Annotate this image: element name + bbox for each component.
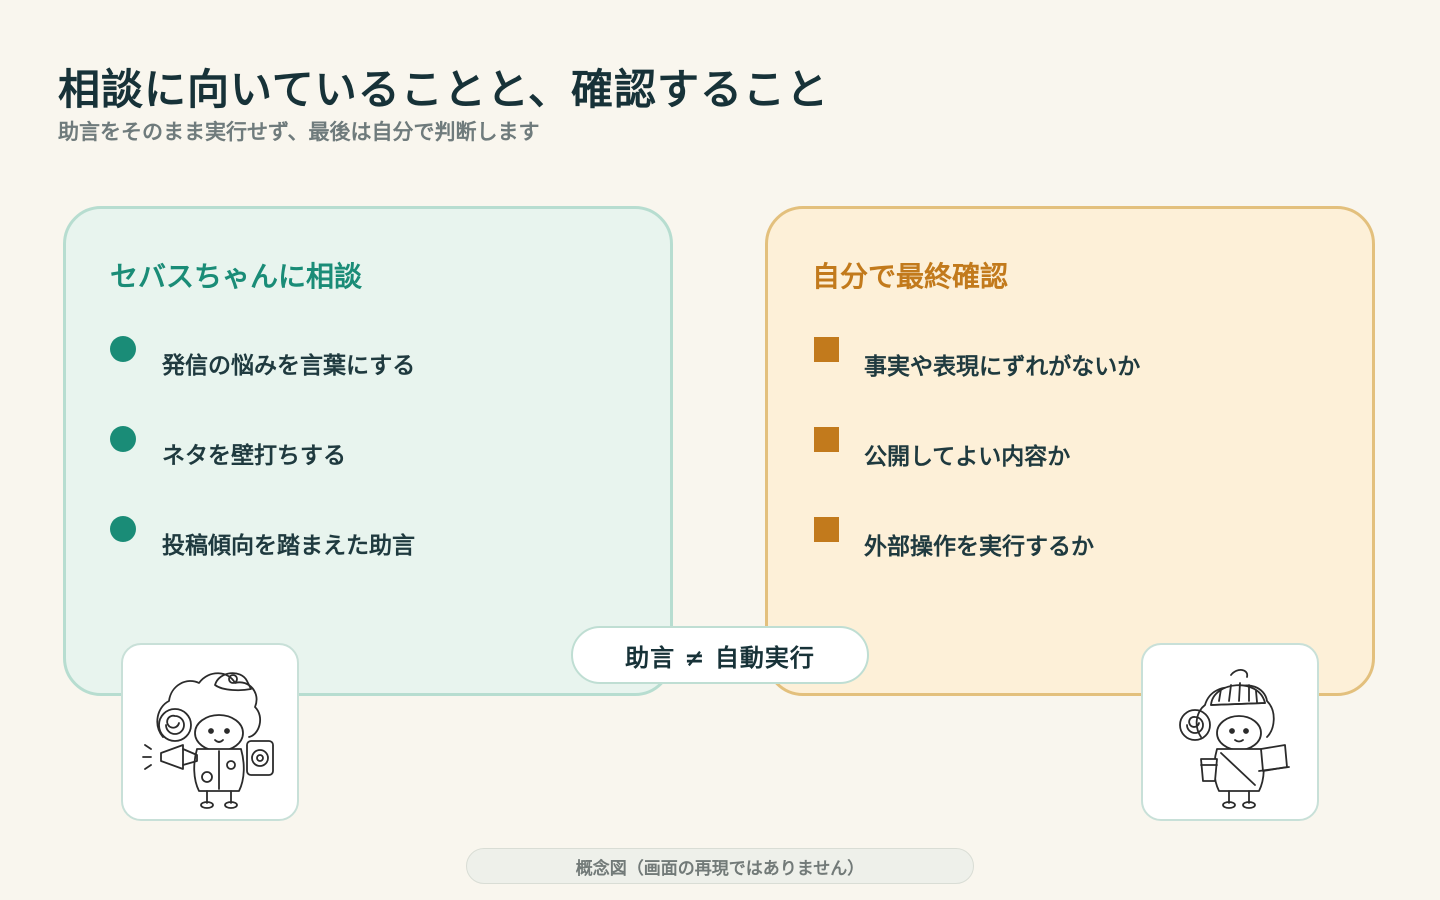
list-item: ネタを壁打ちする bbox=[110, 426, 650, 469]
self-check-panel: 自分で最終確認 事実や表現にずれがないか 公開してよい内容か 外部操作を実行する… bbox=[765, 206, 1375, 696]
bullet-square-icon bbox=[814, 427, 839, 452]
list-item: 投稿傾向を踏まえた助言 bbox=[110, 516, 650, 559]
list-item: 発信の悩みを言葉にする bbox=[110, 336, 650, 379]
list-item: 事実や表現にずれがないか bbox=[812, 337, 1352, 380]
page-subtitle: 助言をそのまま実行せず、最後は自分で判断します bbox=[58, 120, 540, 144]
list-item-label: 公開してよい内容か bbox=[864, 444, 1071, 470]
consult-panel: セバスちゃんに相談 発信の悩みを言葉にする ネタを壁打ちする 投稿傾向を踏まえた… bbox=[63, 206, 673, 696]
bullet-square-icon bbox=[814, 517, 839, 542]
list-item-label: 外部操作を実行するか bbox=[864, 534, 1094, 560]
bullet-dot-icon bbox=[110, 336, 136, 362]
sheep-laptop-character-icon bbox=[1141, 643, 1319, 821]
list-item-label: 発信の悩みを言葉にする bbox=[162, 353, 416, 379]
consult-panel-title: セバスちゃんに相談 bbox=[110, 260, 363, 293]
sheep-megaphone-character-icon bbox=[121, 643, 299, 821]
page-title: 相談に向いていることと、確認すること bbox=[58, 65, 830, 114]
bullet-square-icon bbox=[814, 337, 839, 362]
bullet-dot-icon bbox=[110, 426, 136, 452]
bullet-dot-icon bbox=[110, 516, 136, 542]
list-item-label: 事実や表現にずれがないか bbox=[864, 354, 1141, 380]
list-item-label: 投稿傾向を踏まえた助言 bbox=[162, 533, 415, 559]
self-check-panel-title: 自分で最終確認 bbox=[812, 260, 1009, 293]
list-item: 外部操作を実行するか bbox=[812, 517, 1352, 560]
advice-not-auto-execution-badge: 助言 ≠ 自動実行 bbox=[571, 626, 869, 684]
list-item: 公開してよい内容か bbox=[812, 427, 1352, 470]
list-item-label: ネタを壁打ちする bbox=[162, 443, 346, 469]
concept-diagram-note: 概念図（画面の再現ではありません） bbox=[466, 848, 974, 884]
